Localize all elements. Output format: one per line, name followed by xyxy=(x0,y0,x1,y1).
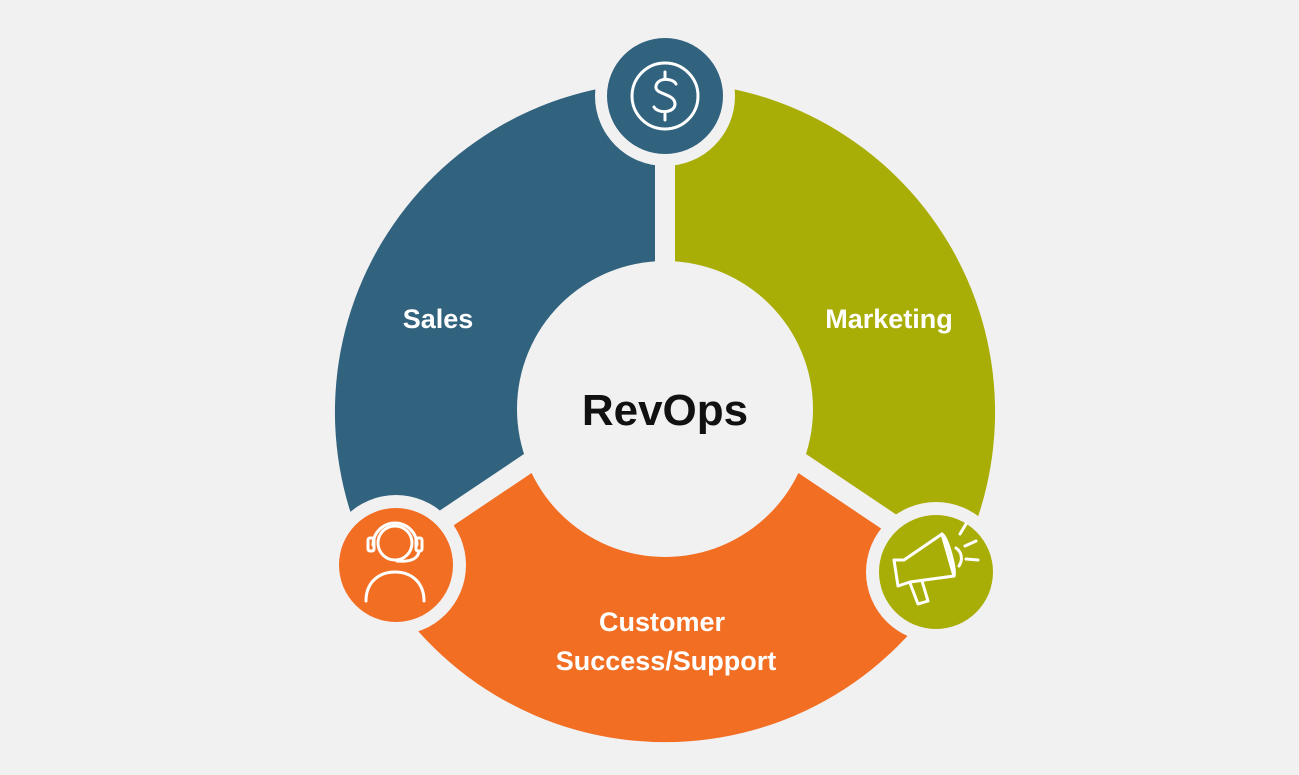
badge-sales xyxy=(595,26,735,166)
label-sales: Sales xyxy=(403,304,474,334)
center-label: RevOps xyxy=(582,386,748,435)
badge-customer xyxy=(326,495,466,635)
label-marketing: Marketing xyxy=(825,304,953,334)
label-customer-line1: Customer xyxy=(599,607,726,637)
label-customer-line2: Success/Support xyxy=(556,646,777,676)
segment-sales xyxy=(334,81,665,567)
segment-customer-success-support xyxy=(373,449,957,743)
headset-person-icon xyxy=(364,521,426,603)
segment-marketing xyxy=(665,82,996,567)
center-circle xyxy=(517,261,813,557)
megaphone-icon xyxy=(892,522,980,606)
dollar-icon xyxy=(630,61,700,131)
badge-marketing xyxy=(866,502,1006,642)
